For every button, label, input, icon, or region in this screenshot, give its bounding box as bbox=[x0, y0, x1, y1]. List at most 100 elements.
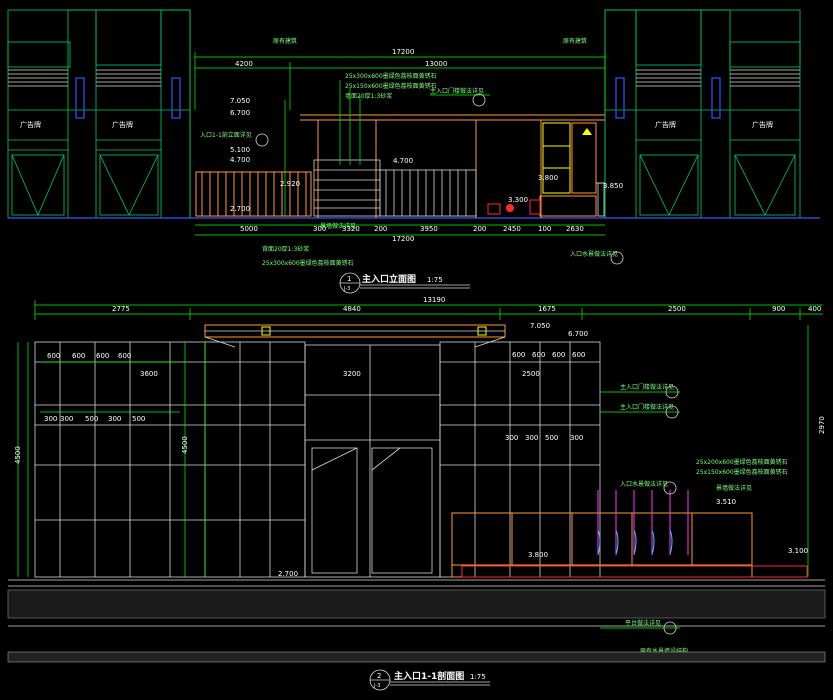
sec-top-dim-3: 2500 bbox=[668, 305, 686, 313]
sec-prr-1: 300 bbox=[525, 434, 538, 442]
elevation-bottom-dimensions: 5000 300 3320 200 3950 200 2450 100 2630… bbox=[195, 224, 605, 243]
svg-text:25x150x600墨绿色荔枝面黄锈石: 25x150x600墨绿色荔枝面黄锈石 bbox=[696, 468, 788, 476]
elev-symbol-top: 1 bbox=[347, 275, 351, 283]
elevation-top-dimensions: 17200 4200 13000 原有建筑 原有建筑 bbox=[194, 37, 606, 110]
elev-bdim-3: 200 bbox=[374, 225, 387, 233]
sec-symbol-bottom: J-3 bbox=[373, 683, 380, 689]
section-left-wall: 600 600 600 600 300 300 500 300 500 3600 bbox=[34, 341, 306, 578]
sec-level-6700: 6.700 bbox=[568, 330, 588, 338]
ad-sign-left-2: 广告牌 bbox=[112, 120, 133, 129]
ad-sign-right-2: 广告牌 bbox=[752, 120, 773, 129]
elevation-title-block: 1 J-3 主入口立面图 1:75 bbox=[339, 272, 470, 294]
svg-text:25x200x600墨绿色荔枝面黄锈石: 25x200x600墨绿色荔枝面黄锈石 bbox=[696, 458, 788, 466]
sec-prr-2: 500 bbox=[545, 434, 558, 442]
elev-bdim-2: 3320 bbox=[342, 225, 360, 233]
elev-bdim-4: 3950 bbox=[420, 225, 438, 233]
sec-callout-5: 平台做法详见 bbox=[625, 619, 661, 627]
elev-level-s1: 3.800 bbox=[538, 174, 558, 182]
sec-prd-2: 600 bbox=[552, 351, 565, 359]
sec-callout-6: 原有水景墙设结构 bbox=[640, 647, 688, 655]
sec-left-height: 4500 bbox=[14, 446, 22, 464]
sec-pd-1: 600 bbox=[72, 352, 85, 360]
ad-sign-right-1: 广告牌 bbox=[655, 120, 676, 129]
svg-text:墙面20厚1:3砂浆: 墙面20厚1:3砂浆 bbox=[345, 92, 392, 100]
elevation-view: 广告牌 广告牌 广告牌 广告牌 bbox=[7, 9, 820, 294]
sec-dim-3200: 3200 bbox=[343, 370, 361, 378]
sec-title: 主入口1-1剖面图 bbox=[394, 670, 464, 682]
sec-top-dim-5: 400 bbox=[808, 305, 821, 313]
elev-callout-gate: 主入口门楼做法详见 bbox=[430, 87, 484, 95]
right-existing-building: 广告牌 广告牌 bbox=[604, 9, 801, 219]
sec-scale: 1:75 bbox=[470, 673, 486, 681]
elev-bdim-0: 5000 bbox=[240, 225, 258, 233]
section-ground-layers bbox=[7, 579, 826, 663]
sec-top-dim-0: 2775 bbox=[112, 305, 130, 313]
elev-callout-wall: 景墙做法详见 bbox=[320, 222, 356, 230]
svg-text:25x300x600墨绿色荔枝面黄锈石: 25x300x600墨绿色荔枝面黄锈石 bbox=[345, 72, 437, 80]
elev-level-s2: 3.300 bbox=[508, 196, 528, 204]
sec-dim-2500: 2500 bbox=[522, 370, 540, 378]
section-central-door: 3200 bbox=[304, 344, 441, 578]
sec-level-3800: 3.800 bbox=[528, 551, 548, 559]
elev-callout-waterscape: 入口水景做法详见 bbox=[570, 250, 618, 258]
sec-pd-2: 600 bbox=[96, 352, 109, 360]
elevation-levels: 7.050 6.700 5.100 4.700 2.700 4.700 3.85… bbox=[230, 97, 623, 216]
elev-symbol-bottom: J-3 bbox=[343, 286, 350, 292]
elev-bdim-1: 300 bbox=[313, 225, 326, 233]
ad-sign-left-1: 广告牌 bbox=[20, 120, 41, 129]
section-vertical-dimensions: 4500 4500 2970 bbox=[14, 325, 826, 577]
elev-bdim-8: 2630 bbox=[566, 225, 584, 233]
elev-callout-existing-left: 原有建筑 bbox=[273, 37, 297, 45]
sec-prd-1: 600 bbox=[532, 351, 545, 359]
elev-top-dim-2: 13000 bbox=[425, 60, 447, 68]
sec-pr-1: 300 bbox=[60, 415, 73, 423]
sec-prr-3: 300 bbox=[570, 434, 583, 442]
elev-bdim-5: 200 bbox=[473, 225, 486, 233]
sec-prr-0: 300 bbox=[505, 434, 518, 442]
elev-bdim-7: 100 bbox=[538, 225, 551, 233]
elev-overall-width: 17200 bbox=[392, 48, 414, 56]
section-title-block: 2 J-3 主入口1-1剖面图 1:75 bbox=[369, 669, 490, 691]
sec-pr-0: 300 bbox=[44, 415, 57, 423]
sec-left-height2: 4500 bbox=[181, 436, 189, 454]
sec-level-3510: 3.510 bbox=[716, 498, 736, 506]
elev-level-5100: 5.100 bbox=[230, 146, 250, 154]
sec-callout-1: 主入口门楼做法详见 bbox=[620, 383, 674, 391]
sec-callout-2: 主入口门楼做法详见 bbox=[620, 403, 674, 411]
sec-level-3100: 3.100 bbox=[788, 547, 808, 555]
sec-symbol-top: 2 bbox=[377, 672, 381, 680]
sec-pd-3: 600 bbox=[118, 352, 131, 360]
elev-level-4700: 4.700 bbox=[230, 156, 250, 164]
svg-text:背面20厚1:3砂浆: 背面20厚1:3砂浆 bbox=[262, 245, 309, 253]
elev-bdim-6: 2450 bbox=[503, 225, 521, 233]
sec-prd-0: 600 bbox=[512, 351, 525, 359]
sec-overall-width: 13190 bbox=[423, 296, 445, 304]
sec-top-dim-2: 1675 bbox=[538, 305, 556, 313]
elev-top-dim-1: 4200 bbox=[235, 60, 253, 68]
sec-level-2700: 2.700 bbox=[278, 570, 298, 578]
elev-callout-existing-right: 原有建筑 bbox=[563, 37, 587, 45]
sec-prd-3: 600 bbox=[572, 351, 585, 359]
section-right-wall: 600 600 600 600 300 300 500 300 2500 bbox=[439, 341, 601, 578]
section-water-feature bbox=[451, 490, 808, 578]
elev-bottom-total: 17200 bbox=[392, 235, 414, 243]
left-existing-building: 广告牌 广告牌 bbox=[7, 9, 191, 219]
elev-level-mid: 4.700 bbox=[393, 157, 413, 165]
elevation-callouts: 25x300x600墨绿色荔枝面黄锈石 25x150x600墨绿色荔枝面黄锈石 … bbox=[200, 72, 624, 267]
sec-pd-0: 600 bbox=[47, 352, 60, 360]
elev-scale: 1:75 bbox=[427, 276, 443, 284]
svg-text:25x150x600墨绿色荔枝面黄锈石: 25x150x600墨绿色荔枝面黄锈石 bbox=[345, 82, 437, 90]
sec-right-height: 2970 bbox=[818, 416, 826, 434]
elev-level-right: 3.850 bbox=[603, 182, 623, 190]
sec-level-7050: 7.050 bbox=[530, 322, 550, 330]
sec-pr-4: 500 bbox=[132, 415, 145, 423]
sec-top-dim-4: 900 bbox=[772, 305, 785, 313]
elev-level-7050: 7.050 bbox=[230, 97, 250, 105]
elev-title: 主入口立面图 bbox=[362, 273, 416, 285]
section-canopy bbox=[204, 324, 506, 348]
section-callouts: 主入口门楼做法详见 主入口门楼做法详见 入口水景做法详见 25x200x600墨… bbox=[600, 383, 788, 655]
elev-level-6700: 6.700 bbox=[230, 109, 250, 117]
sec-top-dim-1: 4840 bbox=[343, 305, 361, 313]
elev-level-s3: 2.920 bbox=[280, 180, 300, 188]
